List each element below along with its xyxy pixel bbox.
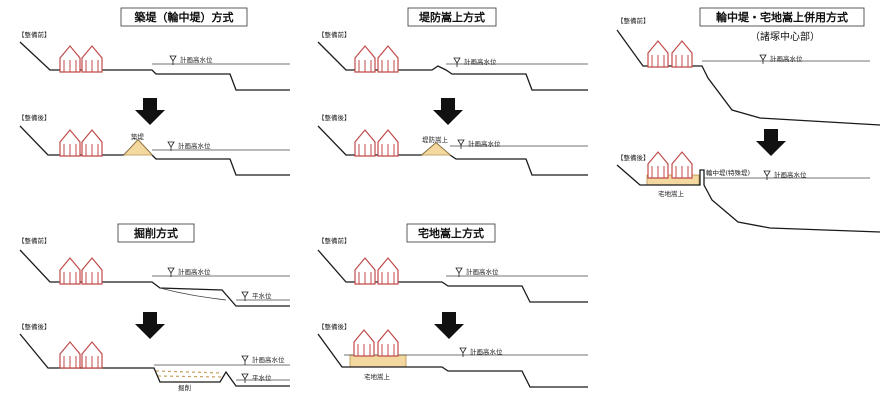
house-icon [59,45,81,73]
water-level-label: 計画高水位 [178,267,211,276]
down-arrow-icon [756,129,786,156]
panel-title-box [117,223,195,243]
after-tag: 【整備後】 [18,113,51,122]
panel-ring-levee: 築堤（輪中堤）方式 【整備前】 計画高水位 【整備後】 築堤 計画高水位 [18,7,290,176]
panel-title-box [699,7,865,27]
excavation-hatch [157,375,223,378]
panel-title-box [120,7,248,27]
before-tag: 【整備前】 [18,236,51,245]
water-level-label: 計画高水位 [770,54,803,63]
house-icon [377,129,399,157]
house-icon [81,45,103,73]
panel-excavation: 掘削方式 【整備前】 計画高水位 平水位 【整備後】 掘削 計画高水位 平水位 [18,223,290,392]
excavation-hatch [155,370,223,374]
after-tag: 【整備後】 [18,322,51,331]
down-arrow-icon [135,312,165,339]
bank-slope [159,287,227,301]
house-icon [671,151,693,179]
terrain-before [317,249,588,303]
water-level-triangle-icon [763,170,771,181]
water-level-triangle-icon [241,355,249,366]
low-water-label: 平水位 [252,291,272,300]
water-level-label: 計画高水位 [178,141,211,150]
terrain-before [19,41,290,91]
ring-levee-label: 輪中堤(特殊堤) [706,168,750,177]
house-icon [59,257,81,285]
water-level-triangle-icon [453,57,461,68]
levee-raise-fill [420,142,452,156]
house-icon [59,341,81,369]
house-icon [671,40,693,68]
after-tag: 【整備後】 [318,322,351,331]
before-tag: 【整備前】 [617,16,650,25]
before-tag: 【整備前】 [318,236,351,245]
house-icon [377,257,399,285]
panel-title: 堤防嵩上方式 [419,10,485,24]
panel-title-box [407,7,497,27]
water-level-triangle-icon [241,373,249,384]
house-icon [354,129,376,157]
land-raise-label: 宅地嵩上 [364,372,391,381]
down-arrow-icon [135,98,165,125]
down-arrow-icon [433,98,463,125]
land-raise-fill [349,354,407,368]
panel-levee-raise: 堤防嵩上方式 【整備前】 計画高水位 【整備後】 堤防嵩上 計画高水位 [317,7,588,176]
water-level-label: 計画高水位 [252,355,285,364]
water-level-label: 計画高水位 [470,347,503,356]
house-icon [81,257,103,285]
after-tag: 【整備後】 [617,153,650,162]
house-icon [377,45,399,73]
panel-title: 輪中堤・宅地嵩上併用方式 [716,10,848,24]
house-icon [354,45,376,73]
down-arrow-icon [434,312,464,339]
house-icon [81,129,103,157]
panel-title: 築堤（輪中堤）方式 [134,10,234,24]
panel-combined: 輪中堤・宅地嵩上併用方式 （諸塚中心部） 【整備前】 計画高水位 【整備後】 輪… [616,7,881,233]
land-raise-label: 宅地嵩上 [658,189,685,198]
panel-title: 宅地嵩上方式 [418,226,484,240]
house-icon [354,257,376,285]
before-tag: 【整備前】 [318,30,351,39]
house-icon [647,40,669,68]
house-icon [647,151,669,179]
panel-title: 掘削方式 [134,226,178,240]
excavation-label: 掘削 [178,383,191,392]
panel-land-raise: 宅地嵩上方式 【整備前】 計画高水位 【整備後】 宅地嵩上 計画高水位 [317,223,588,388]
water-level-label: 計画高水位 [180,55,213,64]
house-icon [353,329,375,357]
water-level-triangle-icon [759,54,767,65]
low-water-label: 平水位 [252,373,272,382]
water-level-label: 計画高水位 [466,267,499,276]
terrain-before [616,29,881,126]
water-level-triangle-icon [459,347,467,358]
water-level-label: 計画高水位 [464,57,497,66]
terrain-after [317,333,588,388]
house-icon [81,341,103,369]
levee-label: 築堤 [131,132,145,141]
water-level-label: 計画高水位 [774,170,807,179]
water-level-label: 計画高水位 [468,139,501,148]
panel-title-box [406,223,496,243]
water-level-triangle-icon [457,139,465,150]
panel-subtitle: （諸塚中心部） [750,30,820,43]
before-tag: 【整備前】 [18,30,51,39]
levee-raise-label: 堤防嵩上 [422,135,449,144]
terrain-after [616,164,881,233]
house-icon [59,129,81,157]
house-icon [377,329,399,357]
levee-fill [123,139,153,156]
after-tag: 【整備後】 [318,113,351,122]
